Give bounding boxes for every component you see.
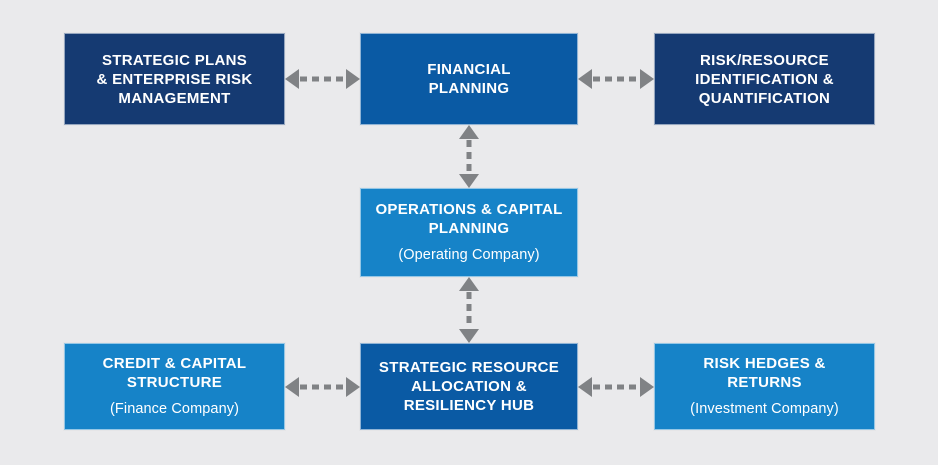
connector-financial-planning-risk-resource [578,60,654,98]
arrowhead-left [578,377,592,397]
connector-financial-planning-operations [450,125,488,188]
connector-strategic-resource-risk-hedges [578,368,654,406]
arrowhead-down [459,329,479,343]
arrowhead-right [346,69,360,89]
node-title: RISK/RESOURCE IDENTIFICATION & QUANTIFIC… [695,51,834,107]
arrowhead-right [640,69,654,89]
arrowhead-left [578,69,592,89]
node-financial-planning[interactable]: FINANCIAL PLANNING [360,33,578,125]
arrowhead-left [285,69,299,89]
node-title: CREDIT & CAPITAL STRUCTURE [102,355,247,391]
connector-operations-strategic-resource [450,277,488,343]
node-operations-capital-planning[interactable]: OPERATIONS & CAPITAL PLANNING (Operating… [360,188,578,277]
node-strategic-resource-allocation[interactable]: STRATEGIC RESOURCE ALLOCATION & RESILIEN… [360,343,578,430]
node-strategic-plans[interactable]: STRATEGIC PLANS & ENTERPRISE RISK MANAGE… [64,33,285,125]
node-title: FINANCIAL PLANNING [427,61,511,97]
connector-strategic-plans-financial-planning [285,60,360,98]
connector-credit-capital-strategic-resource [285,368,360,406]
node-risk-resource-identification[interactable]: RISK/RESOURCE IDENTIFICATION & QUANTIFIC… [654,33,875,125]
node-title: RISK HEDGES & RETURNS [703,355,826,391]
node-title: STRATEGIC PLANS & ENTERPRISE RISK MANAGE… [96,51,253,107]
node-subtitle: (Finance Company) [109,401,240,417]
arrowhead-right [346,377,360,397]
arrowhead-up [459,277,479,291]
node-title: STRATEGIC RESOURCE ALLOCATION & RESILIEN… [378,359,560,414]
node-subtitle: (Investment Company) [690,401,839,417]
arrowhead-left [285,377,299,397]
arrowhead-right [640,377,654,397]
node-title: OPERATIONS & CAPITAL PLANNING [375,201,563,237]
arrowhead-up [459,125,479,139]
node-credit-capital-structure[interactable]: CREDIT & CAPITAL STRUCTURE (Finance Comp… [64,343,285,430]
node-subtitle: (Operating Company) [398,247,540,263]
arrowhead-down [459,174,479,188]
node-risk-hedges-returns[interactable]: RISK HEDGES & RETURNS (Investment Compan… [654,343,875,430]
